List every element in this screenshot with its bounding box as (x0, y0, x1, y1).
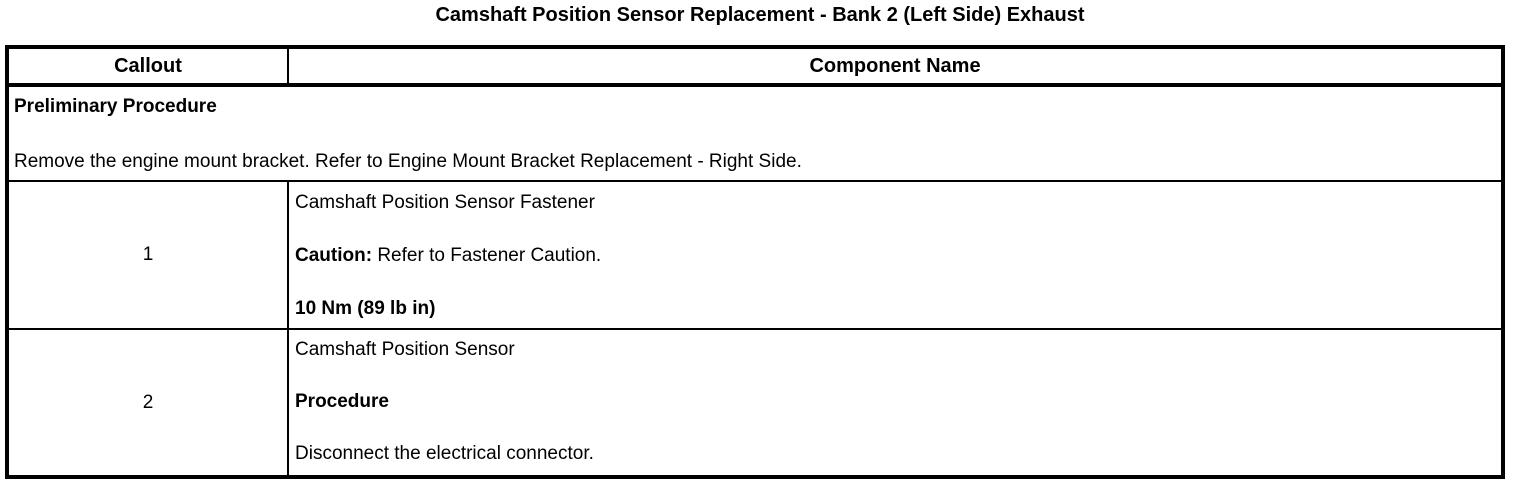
preliminary-procedure-row: Preliminary Procedure Remove the engine … (9, 87, 1501, 182)
caution-text: Refer to Fastener Caution. (372, 245, 602, 266)
component-line-text: Camshaft Position Sensor (295, 339, 515, 360)
torque-spec: 10 Nm (89 lb in) (295, 298, 1493, 320)
column-header-component-name: Component Name (809, 54, 981, 77)
preliminary-body: Remove the engine mount bracket. Refer t… (14, 151, 1495, 173)
page-title: Camshaft Position Sensor Replacement - B… (435, 4, 1085, 26)
table-header-row: Callout Component Name (9, 49, 1501, 87)
table-row: 2 Camshaft Position Sensor Procedure Dis… (9, 330, 1501, 475)
table-row: 1 Camshaft Position Sensor Fastener Caut… (9, 182, 1501, 330)
callout-cell: 2 (9, 330, 289, 475)
preliminary-heading: Preliminary Procedure (14, 96, 1495, 118)
column-header-callout: Callout (9, 49, 289, 83)
callout-cell: 1 (9, 182, 289, 328)
preliminary-body-text: Remove the engine mount bracket. Refer t… (14, 151, 802, 172)
procedure-step-text: Disconnect the electrical connector. (295, 443, 594, 464)
component-line: Caution: Refer to Fastener Caution. (295, 245, 1493, 267)
component-line: Camshaft Position Sensor (295, 339, 1493, 361)
procedure-label-bold: Procedure (295, 391, 389, 412)
caution-label: Caution: (295, 245, 373, 266)
component-line-text: Camshaft Position Sensor Fastener (295, 192, 595, 213)
torque-spec-bold: 10 Nm (89 lb in) (295, 298, 436, 319)
component-cell: Camshaft Position Sensor Fastener Cautio… (289, 182, 1501, 328)
procedure-label: Procedure (295, 391, 1493, 413)
component-cell: Camshaft Position Sensor Procedure Disco… (289, 330, 1501, 475)
preliminary-procedure-cell: Preliminary Procedure Remove the engine … (9, 87, 1501, 180)
preliminary-heading-text: Preliminary Procedure (14, 96, 217, 117)
component-table: Callout Component Name Preliminary Proce… (5, 45, 1505, 479)
procedure-step: Disconnect the electrical connector. (295, 443, 1493, 465)
component-line: Camshaft Position Sensor Fastener (295, 192, 1493, 214)
